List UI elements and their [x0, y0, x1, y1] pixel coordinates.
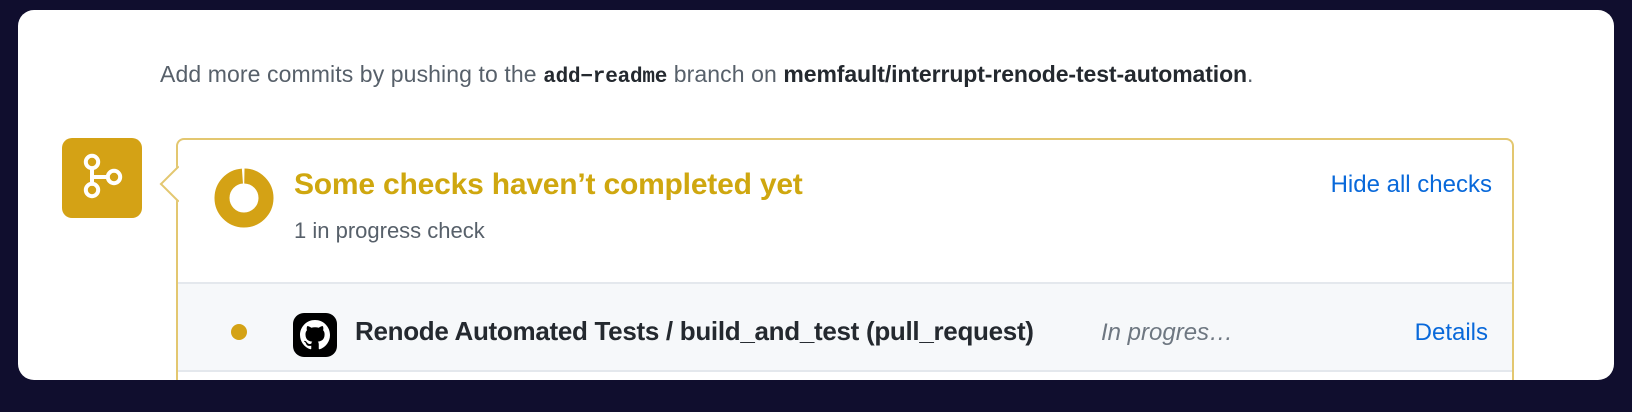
add-more-commits-notice: Add more commits by pushing to the add−r… [160, 58, 1254, 94]
commits-notice-middle: branch on [667, 61, 784, 87]
checks-box-pointer [157, 163, 179, 203]
checks-panel: Some checks haven’t completed yet 1 in p… [176, 138, 1514, 380]
repository-name: memfault/interrupt-renode-test-automatio… [783, 61, 1247, 87]
pending-dot-icon [231, 324, 247, 340]
check-details-link[interactable]: Details [1414, 319, 1488, 346]
branch-name: add−readme [543, 66, 668, 89]
check-run-row[interactable]: Renode Automated Tests / build_and_test … [178, 282, 1512, 372]
git-branch-icon [80, 153, 124, 204]
commits-notice-prefix: Add more commits by pushing to the [160, 61, 544, 87]
checks-subtitle: 1 in progress check [294, 218, 485, 243]
checks-header: Some checks haven’t completed yet 1 in p… [178, 140, 1512, 282]
checks-title: Some checks haven’t completed yet [294, 168, 803, 201]
check-run-name: Renode Automated Tests / build_and_test … [355, 316, 1034, 346]
check-run-state: In progres… [1101, 319, 1234, 346]
github-octocat-icon [293, 313, 337, 357]
in-progress-spinner-icon [214, 168, 274, 228]
pull-request-card: Add more commits by pushing to the add−r… [18, 10, 1614, 380]
hide-all-checks-link[interactable]: Hide all checks [1330, 171, 1492, 198]
merge-status-badge [62, 138, 142, 218]
commits-notice-suffix: . [1247, 61, 1254, 87]
